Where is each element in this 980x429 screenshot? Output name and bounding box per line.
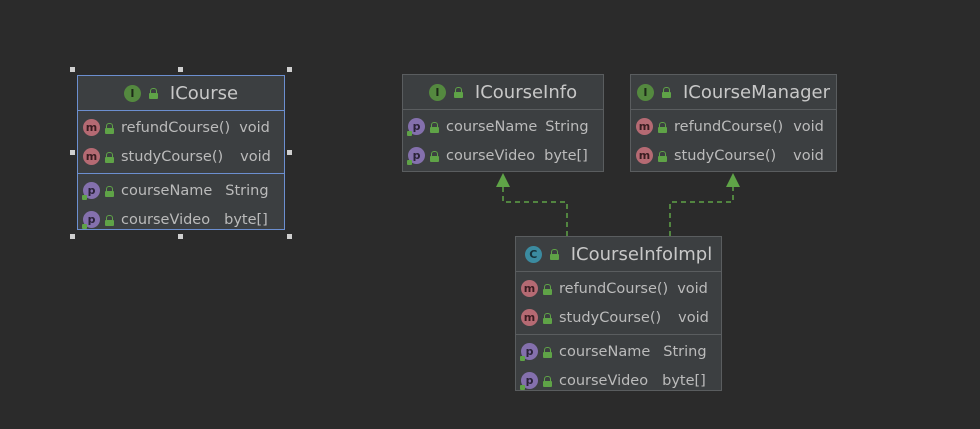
method-return-type: void <box>240 148 271 165</box>
public-lock-icon <box>105 151 114 163</box>
method-return-type: void <box>793 118 824 135</box>
class-box-icourse[interactable]: I ICourse m refundCourse() void m studyC… <box>77 75 285 230</box>
class-title: ICourseInfo <box>474 81 578 103</box>
property-name: courseName <box>121 182 213 199</box>
class-icon: C <box>524 245 542 263</box>
properties-section: p courseName String p courseVideo byte[] <box>516 335 721 397</box>
method-name: studyCourse() <box>559 309 662 326</box>
method-name: refundCourse() <box>559 280 669 297</box>
property-icon: p <box>82 182 100 200</box>
property-name: courseName <box>446 118 538 135</box>
method-row[interactable]: m refundCourse() void <box>516 274 721 303</box>
class-box-icourseinfo[interactable]: I ICourseInfo p courseName String p cour… <box>402 74 604 172</box>
property-icon: p <box>520 372 538 390</box>
resize-handle-bottom-right[interactable] <box>287 234 292 239</box>
property-row[interactable]: p courseVideo byte[] <box>516 366 721 395</box>
methods-section: m refundCourse() void m studyCourse() vo… <box>631 110 836 172</box>
interface-icon: I <box>636 83 654 101</box>
class-box-icoursemanager[interactable]: I ICourseManager m refundCourse() void m… <box>630 74 837 172</box>
resize-handle-right[interactable] <box>287 150 292 155</box>
method-name: studyCourse() <box>121 148 224 165</box>
public-lock-icon <box>543 346 552 358</box>
method-name: refundCourse() <box>674 118 784 135</box>
implements-arrowhead-icoursemanager <box>726 173 740 187</box>
public-lock-icon <box>105 122 114 134</box>
implements-edge-icoursemanager[interactable] <box>669 186 734 236</box>
class-header: I ICourseInfo <box>403 75 603 110</box>
property-row[interactable]: p courseVideo byte[] <box>403 141 603 170</box>
property-row[interactable]: p courseName String <box>403 112 603 141</box>
public-lock-icon <box>658 150 667 162</box>
method-name: studyCourse() <box>674 147 777 164</box>
interface-icon: I <box>428 83 446 101</box>
public-lock-icon <box>543 375 552 387</box>
method-name: refundCourse() <box>121 119 231 136</box>
property-type: String <box>545 118 589 135</box>
property-row[interactable]: p courseVideo byte[] <box>78 205 284 234</box>
method-row[interactable]: m refundCourse() void <box>78 113 284 142</box>
implements-arrowhead-icourseinfo <box>496 173 510 187</box>
property-type: byte[] <box>224 211 268 228</box>
resize-handle-top-left[interactable] <box>70 67 75 72</box>
resize-handle-left[interactable] <box>70 150 75 155</box>
class-title: ICourseManager <box>682 81 831 103</box>
class-header: I ICourse <box>78 76 284 111</box>
property-type: String <box>225 182 269 199</box>
method-row[interactable]: m studyCourse() void <box>516 303 721 332</box>
methods-section: m refundCourse() void m studyCourse() vo… <box>516 272 721 335</box>
method-icon: m <box>636 147 653 164</box>
property-type: byte[] <box>544 147 588 164</box>
method-row[interactable]: m studyCourse() void <box>631 141 836 170</box>
public-lock-icon <box>661 87 671 98</box>
interface-icon: I <box>123 84 141 102</box>
resize-handle-top-right[interactable] <box>287 67 292 72</box>
method-return-type: void <box>678 309 709 326</box>
public-lock-icon <box>543 283 552 295</box>
class-header: I ICourseManager <box>631 75 836 110</box>
methods-section: m refundCourse() void m studyCourse() vo… <box>78 111 284 174</box>
resize-handle-bottom-left[interactable] <box>70 234 75 239</box>
property-name: courseVideo <box>559 372 649 389</box>
method-icon: m <box>521 280 538 297</box>
method-icon: m <box>521 309 538 326</box>
properties-section: p courseName String p courseVideo byte[] <box>78 174 284 236</box>
public-lock-icon <box>105 214 114 226</box>
method-icon: m <box>83 148 100 165</box>
property-name: courseVideo <box>446 147 536 164</box>
public-lock-icon <box>430 121 439 133</box>
class-title: ICourse <box>169 82 239 104</box>
property-icon: p <box>520 343 538 361</box>
public-lock-icon <box>148 88 158 99</box>
method-icon: m <box>636 118 653 135</box>
property-icon: p <box>407 118 425 136</box>
method-return-type: void <box>793 147 824 164</box>
property-icon: p <box>82 211 100 229</box>
implements-edge-icourseinfo[interactable] <box>502 186 568 236</box>
property-name: courseVideo <box>121 211 211 228</box>
resize-handle-bottom[interactable] <box>178 234 183 239</box>
public-lock-icon <box>105 185 114 197</box>
public-lock-icon <box>453 87 463 98</box>
property-icon: p <box>407 147 425 165</box>
method-return-type: void <box>677 280 708 297</box>
class-box-icourseinfoimpl[interactable]: C ICourseInfoImpl m refundCourse() void … <box>515 236 722 391</box>
resize-handle-top[interactable] <box>178 67 183 72</box>
class-header: C ICourseInfoImpl <box>516 237 721 272</box>
property-row[interactable]: p courseName String <box>78 176 284 205</box>
public-lock-icon <box>430 150 439 162</box>
public-lock-icon <box>543 312 552 324</box>
property-name: courseName <box>559 343 651 360</box>
method-icon: m <box>83 119 100 136</box>
public-lock-icon <box>658 121 667 133</box>
method-return-type: void <box>239 119 270 136</box>
property-row[interactable]: p courseName String <box>516 337 721 366</box>
method-row[interactable]: m studyCourse() void <box>78 142 284 171</box>
public-lock-icon <box>549 249 559 260</box>
properties-section: p courseName String p courseVideo byte[] <box>403 110 603 172</box>
class-title: ICourseInfoImpl <box>570 243 713 265</box>
property-type: byte[] <box>662 372 706 389</box>
property-type: String <box>663 343 707 360</box>
method-row[interactable]: m refundCourse() void <box>631 112 836 141</box>
